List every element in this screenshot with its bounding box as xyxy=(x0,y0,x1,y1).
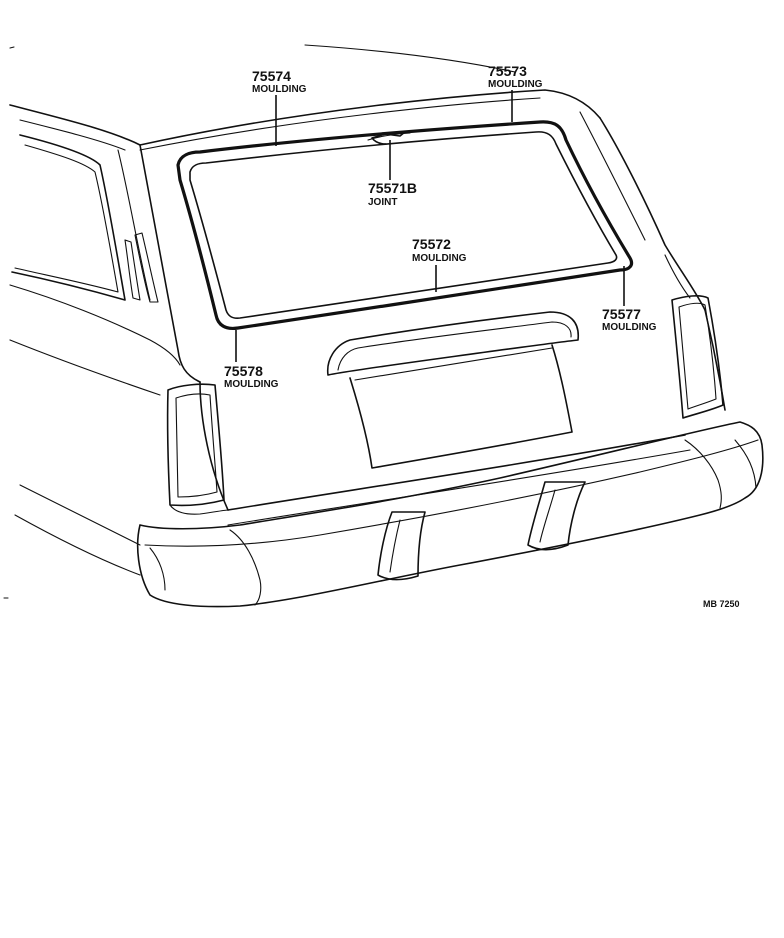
rear-bumper-outline xyxy=(136,421,764,608)
left-tail-light-lens xyxy=(175,393,218,498)
bumper-right-corner xyxy=(684,439,722,509)
left-roof-side-inner xyxy=(19,119,126,151)
right-tail-light xyxy=(671,295,724,419)
tailgate-bottom-edge-2 xyxy=(227,449,691,526)
moulding-joint-line xyxy=(367,132,411,141)
right-tail-light-lens xyxy=(678,302,717,410)
license-lamp-housing xyxy=(326,311,579,376)
roof-far-line xyxy=(304,44,516,73)
left-quarter-window-inner xyxy=(14,144,119,293)
left-pillar-outer xyxy=(139,144,201,383)
bumper-guard-right-line xyxy=(539,489,556,543)
part-number: 75573 xyxy=(488,63,527,79)
left-pillar-inner xyxy=(117,149,151,301)
right-pillar-inner xyxy=(579,111,646,241)
leader-lines xyxy=(235,90,625,362)
left-vent-slot-2 xyxy=(134,232,159,303)
diagram-reference: MB 7250 xyxy=(703,599,740,609)
part-name: MOULDING xyxy=(252,84,307,95)
bumper-left-end xyxy=(149,547,166,591)
left-belt-line xyxy=(9,284,181,366)
license-lamp-housing-inner xyxy=(337,321,572,371)
roof-far-tick xyxy=(9,46,15,49)
roof-edge-line xyxy=(139,89,601,146)
part-name: MOULDING xyxy=(488,79,543,90)
right-pillar-outer xyxy=(599,117,706,311)
bumper-left-corner xyxy=(229,529,262,606)
right-pillar-crease xyxy=(664,254,691,299)
part-name: MOULDING xyxy=(224,379,279,390)
part-name: JOINT xyxy=(368,197,397,208)
callout-75577: 75577 MOULDING xyxy=(602,306,657,333)
part-number: 75571B xyxy=(368,180,417,196)
part-number: 75572 xyxy=(412,236,451,252)
callout-75574: 75574 MOULDING xyxy=(252,68,307,95)
license-plate-recess-top xyxy=(354,347,553,381)
left-roof-side-line xyxy=(9,104,141,146)
rear-window xyxy=(176,120,634,331)
bumper-guard-left xyxy=(377,511,426,581)
callout-75572: 75572 MOULDING xyxy=(412,236,467,264)
part-name: MOULDING xyxy=(602,322,657,333)
left-tail-light-base xyxy=(169,504,229,515)
bumper-guard-right xyxy=(527,481,586,551)
tailgate-left-edge xyxy=(199,381,229,511)
callout-75573: 75573 MOULDING xyxy=(488,63,543,90)
left-body-crease xyxy=(9,339,161,396)
rear-window-outer-moulding xyxy=(176,120,634,331)
left-tail-light xyxy=(166,383,225,507)
part-number: 75578 xyxy=(224,363,263,379)
part-number: 75577 xyxy=(602,306,641,322)
rear-bumper-top-crease xyxy=(144,439,759,547)
left-lower-line-1 xyxy=(19,484,141,546)
tailgate-bottom-edge xyxy=(227,434,686,511)
bumper-right-end xyxy=(734,439,757,489)
roof-edge-inner-line xyxy=(139,97,541,151)
part-name: MOULDING xyxy=(412,253,467,264)
part-number: 75574 xyxy=(252,68,291,84)
bumper-guard-left-line xyxy=(389,519,401,573)
left-quarter-window xyxy=(11,134,126,301)
car-body-outline xyxy=(3,44,764,608)
left-lower-line-2 xyxy=(14,514,141,576)
license-plate-recess xyxy=(349,344,573,469)
callout-75571B: 75571B JOINT xyxy=(368,180,417,208)
callout-75578: 75578 MOULDING xyxy=(224,363,279,390)
left-vent-slot xyxy=(124,239,141,301)
rear-window-glass xyxy=(189,131,618,319)
